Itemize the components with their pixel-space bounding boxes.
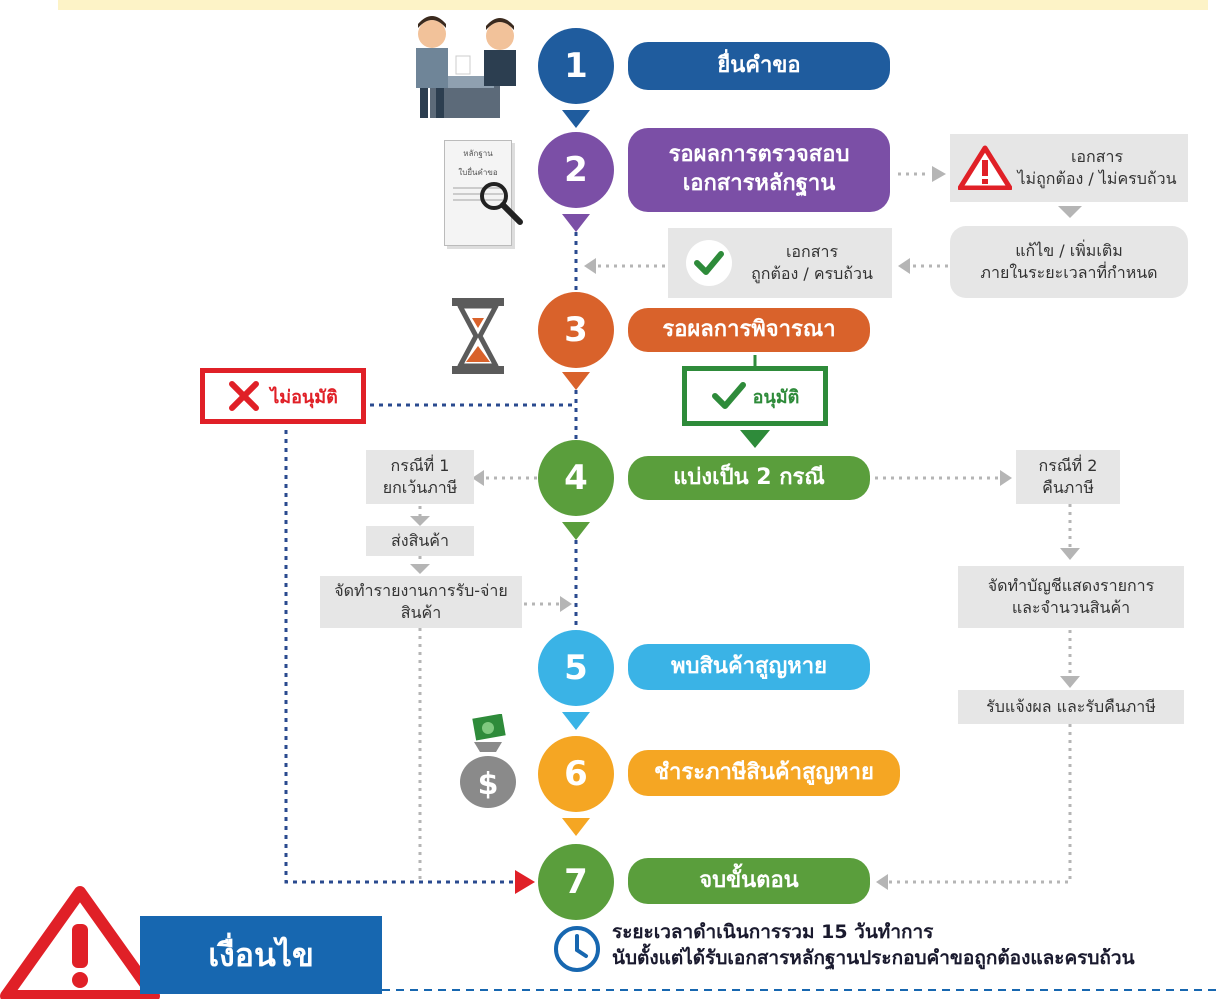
step-3-label: รอผลการพิจารณา xyxy=(628,308,870,352)
step-5-label: พบสินค้าสูญหาย xyxy=(628,644,870,690)
doc-valid-line2: ถูกต้อง / ครบถ้วน xyxy=(751,264,873,283)
step-2-circle: 2 xyxy=(538,132,614,208)
approve-label: อนุมัติ xyxy=(752,386,800,408)
arrowhead xyxy=(1000,470,1012,486)
case2-refund-label: รับแจ้งผล และรับคืนภาษี xyxy=(986,697,1156,717)
reject-box: ไม่อนุมัติ xyxy=(200,368,366,424)
step-7-circle: 7 xyxy=(538,844,614,920)
step3-arrow xyxy=(562,372,590,390)
step-6-circle: 6 xyxy=(538,736,614,812)
doc-valid-line1: เอกสาร xyxy=(785,242,839,262)
case1-box: กรณีที่ 1 ยกเว้นภาษี xyxy=(366,450,474,504)
case2-account-box: จัดทำบัญชีแสดงรายการ และจำนวนสินค้า xyxy=(958,566,1184,628)
arrowhead xyxy=(1060,548,1080,560)
case1-report-line2: สินค้า xyxy=(400,603,442,622)
case2-box: กรณีที่ 2 คืนภาษี xyxy=(1016,450,1120,504)
arrowhead xyxy=(560,596,572,612)
case2-line2: คืนภาษี xyxy=(1042,478,1094,497)
people-meeting-icon xyxy=(416,16,516,118)
step5-arrow xyxy=(562,712,590,730)
case2-line1: กรณีที่ 2 xyxy=(1038,456,1098,476)
doc-invalid-line2: ไม่ถูกต้อง / ไม่ครบถ้วน xyxy=(1017,169,1177,188)
step6-arrow xyxy=(562,818,590,836)
arrowhead xyxy=(876,874,888,890)
case1-report-box: จัดทำรายงานการรับ-จ่าย สินค้า xyxy=(320,576,522,628)
case1-ship-box: ส่งสินค้า xyxy=(366,526,474,556)
step1-arrow xyxy=(562,110,590,128)
arrowhead xyxy=(410,516,430,526)
arrowhead xyxy=(410,564,430,574)
doc-fix-box: แก้ไข / เพิ่มเติม ภายในระยะเวลาที่กำหนด xyxy=(950,226,1188,298)
arrowhead-red xyxy=(515,870,535,894)
step-1-circle: 1 xyxy=(538,28,614,104)
clock-icon xyxy=(554,926,600,972)
money-bag-icon: $ xyxy=(460,714,516,808)
conditions-label: เงื่อนไข xyxy=(208,935,314,974)
x-mark-icon xyxy=(229,381,260,411)
timeline-line2: นับตั้งแต่ได้รับเอกสารหลักฐานประกอบคำขอถ… xyxy=(612,946,1135,969)
step2-arrow xyxy=(562,214,590,232)
reject-label: ไม่อนุมัติ xyxy=(270,386,338,408)
step-6-label: ชำระภาษีสินค้าสูญหาย xyxy=(628,750,900,796)
check-icon xyxy=(711,382,746,409)
arrowhead xyxy=(472,470,484,486)
doc-fix-line1: แก้ไข / เพิ่มเติม xyxy=(1015,241,1123,261)
approve-box: อนุมัติ xyxy=(682,366,828,426)
magnifier-icon xyxy=(480,182,523,225)
connector-reject-end xyxy=(284,430,515,884)
case2-account-line2: และจำนวนสินค้า xyxy=(1011,598,1131,617)
hourglass-icon xyxy=(452,298,504,374)
doc-fix-line2: ภายในระยะเวลาที่กำหนด xyxy=(980,263,1158,282)
case2-refund-box: รับแจ้งผล และรับคืนภาษี xyxy=(958,690,1184,724)
case1-ship-label: ส่งสินค้า xyxy=(391,531,449,551)
warning-icon xyxy=(958,145,1012,190)
doc-invalid-line1: เอกสาร xyxy=(1070,147,1124,167)
step-5-circle: 5 xyxy=(538,630,614,706)
check-circle-icon xyxy=(686,240,732,286)
timeline-text: ระยะเวลาดำเนินการรวม 15 วันทำการ นับตั้ง… xyxy=(612,920,1216,971)
arrowhead xyxy=(584,258,596,274)
arrowhead xyxy=(1060,676,1080,688)
document-title: หลักฐาน xyxy=(463,149,493,158)
arrowhead xyxy=(898,258,910,274)
step-7-label: จบขั้นตอน xyxy=(628,858,870,904)
case2-account-line1: จัดทำบัญชีแสดงรายการ xyxy=(987,576,1155,596)
connector-refund-end xyxy=(888,724,1072,884)
step-2-label: รอผลการตรวจสอบเอกสารหลักฐาน xyxy=(628,128,890,212)
warning-triangle-icon xyxy=(0,886,160,999)
arrowhead xyxy=(932,166,946,182)
step4-arrow xyxy=(562,522,590,540)
arrowhead xyxy=(1058,206,1082,218)
document-icon: หลักฐาน ใบยื่นคำขอ xyxy=(444,140,512,246)
step-1-label: ยื่นคำขอ xyxy=(628,42,890,90)
approve-arrowhead xyxy=(740,430,770,448)
conditions-banner: เงื่อนไข xyxy=(140,916,382,994)
step-4-label: แบ่งเป็น 2 กรณี xyxy=(628,456,870,500)
timeline-line1: ระยะเวลาดำเนินการรวม 15 วันทำการ xyxy=(612,921,934,943)
step-4-circle: 4 xyxy=(538,440,614,516)
case1-report-line1: จัดทำรายงานการรับ-จ่าย xyxy=(334,581,508,601)
step-3-circle: 3 xyxy=(538,292,614,368)
top-banner-strip xyxy=(58,0,1208,10)
svg-text:$: $ xyxy=(478,767,499,802)
document-subtitle: ใบยื่นคำขอ xyxy=(458,168,498,177)
case1-line1: กรณีที่ 1 xyxy=(390,456,450,476)
case1-line2: ยกเว้นภาษี xyxy=(382,478,458,497)
doc-valid-box: เอกสาร ถูกต้อง / ครบถ้วน xyxy=(668,228,892,298)
doc-invalid-box: เอกสาร ไม่ถูกต้อง / ไม่ครบถ้วน xyxy=(950,134,1188,202)
